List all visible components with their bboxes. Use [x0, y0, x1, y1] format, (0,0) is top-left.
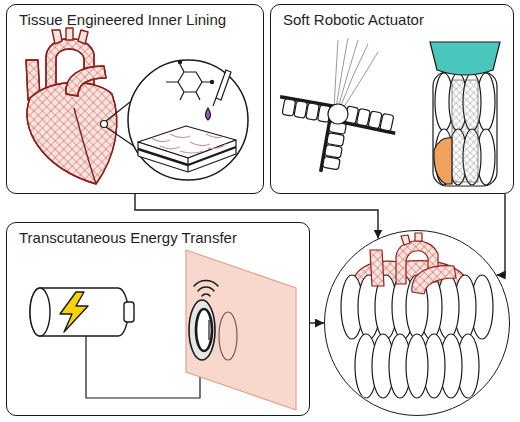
cylinder-actuator-part — [433, 72, 497, 186]
panel-title: Soft Robotic Actuator — [283, 11, 424, 29]
tissue-layer-part — [152, 134, 226, 153]
bending-actuator-part — [328, 104, 348, 124]
molecule-icon-part — [210, 80, 213, 83]
battery-icon-part — [60, 292, 88, 332]
bending-actuator-part-part — [325, 144, 343, 158]
pipette-icon-part — [206, 108, 211, 120]
battery-icon-part — [86, 336, 200, 398]
zoom-callout-part — [101, 121, 108, 128]
bending-actuator-part-part — [306, 103, 320, 121]
skin-layer-part — [186, 250, 296, 410]
panel-title: Tissue Engineered Inner Lining — [19, 11, 226, 29]
bending-actuator-part-part — [294, 101, 308, 119]
battery-icon-part — [30, 288, 128, 336]
zoom-callout-part — [128, 60, 248, 180]
heart-actuator-assembly-part — [401, 233, 422, 245]
heart-drawing — [26, 28, 117, 184]
heart-drawing-part — [52, 30, 62, 44]
wireless-icon-part — [202, 294, 210, 296]
coil-icon-part — [208, 320, 209, 340]
wireless-icon-part — [194, 281, 218, 286]
coil-icon — [189, 300, 237, 360]
bending-actuator-part-part — [327, 133, 345, 147]
zoom-callout — [101, 60, 249, 180]
tissue-layer-part — [138, 140, 236, 172]
skin-layer — [186, 250, 296, 410]
bending-actuator-part-part — [380, 113, 394, 131]
cylinder-actuator-part — [434, 138, 452, 184]
tissue-layer — [138, 126, 236, 172]
bending-actuator-part — [321, 117, 347, 175]
heart-drawing-part — [78, 30, 88, 44]
pipette-icon-part — [213, 98, 216, 106]
bending-actuator-part — [340, 105, 398, 133]
battery-icon-part — [30, 288, 50, 336]
heart-drawing-part — [66, 28, 73, 40]
pipette-icon — [206, 70, 232, 120]
wireless-icon-part — [198, 287, 214, 291]
coil-icon-part — [219, 312, 237, 360]
heart-actuator-assembly-part — [370, 250, 384, 286]
heart-actuator-assembly-part — [412, 266, 456, 294]
fiber-bundle-part — [334, 38, 378, 110]
panel-title: Transcutaneous Energy Transfer — [19, 229, 237, 247]
panel-box: Soft Robotic Actuator — [270, 4, 514, 194]
heart-drawing-part — [66, 66, 106, 96]
bending-actuator-part — [277, 97, 335, 123]
cylinder-actuator — [430, 42, 500, 186]
coil-icon-part — [189, 300, 215, 360]
wireless-icon — [194, 281, 218, 296]
result-circle — [324, 230, 510, 416]
bending-actuator-part-part — [282, 99, 296, 117]
tissue-layer-part — [187, 158, 188, 172]
tissue-layer-part — [138, 147, 236, 165]
heart-actuator-assembly — [341, 233, 493, 398]
battery-icon-part — [124, 302, 134, 322]
panel-box: Tissue Engineered Inner Lining — [6, 4, 264, 194]
flow-arrow — [497, 194, 505, 275]
molecule-icon-part — [178, 60, 181, 63]
cylinder-actuator-part — [430, 42, 500, 75]
cylinder-actuator-part — [452, 80, 478, 182]
heart-actuator-assembly-part — [406, 334, 428, 398]
coil-icon-part — [196, 309, 212, 351]
molecule-icon-part — [178, 72, 202, 92]
heart-drawing-part — [27, 83, 117, 185]
panel-box: Transcutaneous Energy Transfer — [6, 222, 310, 416]
heart-actuator-assembly-part — [370, 250, 384, 286]
heart-drawing-part — [27, 83, 117, 185]
heart-actuator-assembly-part — [412, 266, 456, 294]
pipette-icon-part — [216, 70, 231, 100]
bending-actuator — [277, 97, 399, 175]
heart-drawing-part — [66, 66, 106, 96]
heart-drawing-part — [74, 108, 96, 184]
battery-icon — [30, 288, 200, 398]
fiber-bundle — [334, 38, 378, 110]
molecule-icon — [166, 60, 214, 100]
bending-actuator-part-part — [323, 156, 341, 170]
molecule-icon-part — [166, 64, 210, 100]
flow-arrow — [310, 322, 324, 323]
